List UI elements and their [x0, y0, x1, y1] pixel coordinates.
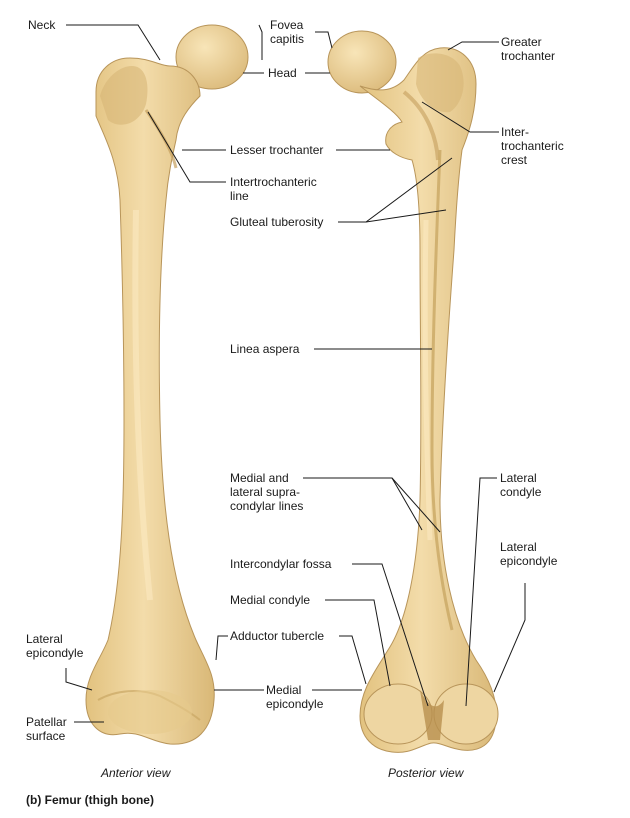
anterior-femur-body	[85, 57, 215, 745]
leader-intertrochanteric-line	[147, 111, 226, 183]
label-medial-condyle: Medial condyle	[230, 593, 311, 607]
label-intertrochanteric-crest: Inter- trochanteric crest	[501, 125, 564, 167]
posterior-greater-trochanter-shade	[416, 53, 464, 113]
label-gluteal-tuberosity: Gluteal tuberosity	[230, 215, 324, 229]
label-supracondylar-lines: Medial and lateral supra- condylar lines	[230, 471, 304, 513]
leader-adductor-tubercle-right	[339, 635, 367, 685]
label-lateral-epicondyle-right: Lateral epicondyle	[500, 540, 558, 568]
label-fovea-capitis: Fovea capitis	[270, 18, 305, 46]
leader-lines	[65, 24, 526, 723]
label-greater-trochanter: Greater trochanter	[501, 35, 556, 63]
label-neck: Neck	[28, 18, 56, 32]
leader-intercondylar-fossa	[352, 563, 429, 707]
anterior-view-label: Anterior view	[101, 766, 171, 780]
leader-supracondylar-b	[391, 477, 441, 533]
label-intertrochanteric-line: Intertrochanteric line	[230, 175, 317, 203]
leader-lateral-epicondyle-right	[493, 583, 526, 693]
leader-fovea-capitis	[258, 24, 263, 60]
leader-lateral-condyle	[465, 477, 497, 707]
leader-adductor-tubercle-left	[215, 635, 228, 661]
leader-supracondylar-a	[303, 477, 423, 531]
leader-medial-condyle	[325, 599, 391, 687]
label-intercondylar-fossa: Intercondylar fossa	[230, 557, 332, 571]
posterior-femur	[327, 30, 499, 753]
posterior-intercondylar-fossa	[420, 690, 444, 740]
anterior-femur	[85, 24, 249, 745]
label-patellar-surface: Patellar surface	[26, 715, 67, 743]
label-lesser-trochanter: Lesser trochanter	[230, 143, 324, 157]
label-adductor-tubercle: Adductor tubercle	[230, 629, 325, 643]
anterior-condyle-shade	[108, 690, 192, 734]
posterior-view-label: Posterior view	[388, 766, 464, 780]
posterior-shaft-highlight	[422, 219, 433, 541]
leader-neck	[66, 24, 161, 61]
leader-lateral-epicondyle-left	[65, 668, 93, 691]
label-lateral-condyle: Lateral condyle	[500, 471, 542, 499]
label-lateral-epicondyle-left: Lateral epicondyle	[26, 632, 84, 660]
leader-greater-trochanter	[447, 41, 499, 51]
posterior-intertrochanteric-crest-shade	[402, 90, 440, 161]
anterior-femoral-head	[175, 24, 249, 90]
leader-fovea-capitis-right	[315, 31, 333, 49]
label-medial-epicondyle: Medial epicondyle	[266, 683, 324, 711]
label-head: Head	[268, 66, 297, 80]
leader-gluteal-tuberosity-b	[365, 209, 447, 223]
posterior-lateral-condyle	[433, 683, 499, 745]
posterior-linea-aspera-ridge	[430, 149, 454, 631]
label-linea-aspera: Linea aspera	[230, 342, 300, 356]
anterior-greater-trochanter-shade	[100, 66, 148, 125]
posterior-medial-condyle	[363, 683, 433, 745]
leader-intertrochanteric-crest	[421, 101, 499, 133]
anterior-shaft-highlight	[132, 209, 153, 601]
posterior-femoral-head	[327, 30, 397, 94]
figure-caption: (b) Femur (thigh bone)	[26, 793, 154, 807]
